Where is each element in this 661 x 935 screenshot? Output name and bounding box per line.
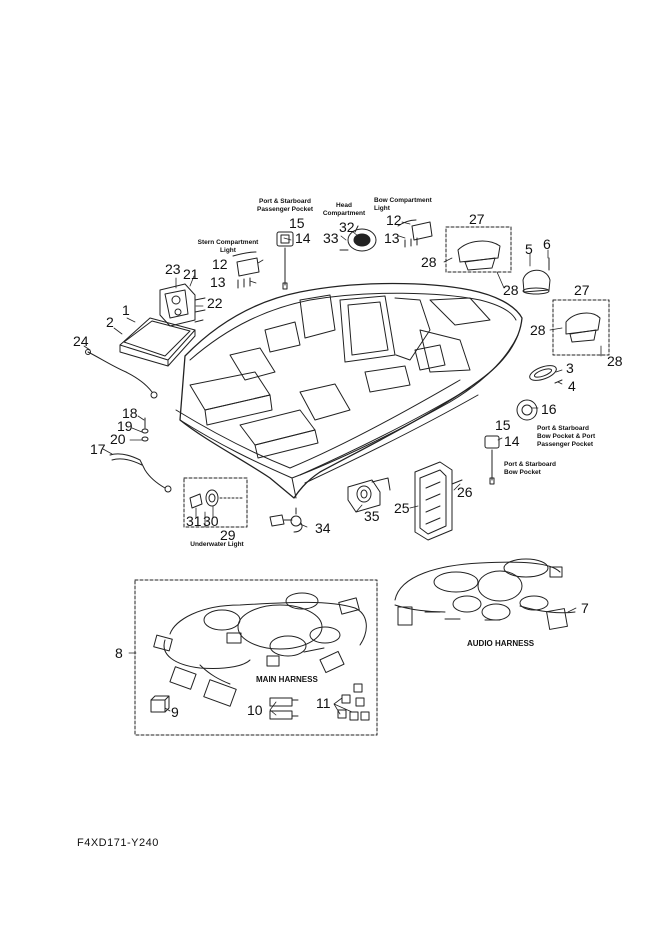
callout-30: 30 [203, 513, 219, 529]
callout-31: 31 [186, 513, 202, 529]
callout-22: 22 [207, 295, 223, 311]
part-14-pocket-light-right [484, 435, 500, 485]
callout-21: 21 [183, 266, 199, 282]
caption-head-compartment: Head Compartment [322, 202, 366, 217]
callout-2: 2 [106, 314, 114, 330]
callout-4: 4 [568, 378, 576, 394]
part-34-sensor [269, 507, 303, 533]
callout-25: 25 [394, 500, 410, 516]
main-harness-box [134, 579, 378, 736]
callout-15-bow: 15 [495, 417, 511, 433]
callout-15-passenger: 15 [289, 215, 305, 231]
callout-32: 32 [339, 219, 355, 235]
callout-14-passenger: 14 [295, 230, 311, 246]
callout-28-lower-left: 28 [530, 322, 546, 338]
callout-28-lower-right: 28 [607, 353, 623, 369]
callout-8: 8 [115, 645, 123, 661]
callout-27-upper: 27 [469, 211, 485, 227]
caption-bow-pocket-port-passenger: Port & Starboard Bow Pocket & Port Passe… [537, 425, 596, 448]
callout-14-bow: 14 [504, 433, 520, 449]
callout-3: 3 [566, 360, 574, 376]
callout-11: 11 [316, 695, 331, 711]
callout-12-stern: 12 [212, 256, 228, 272]
part-10-clips [269, 697, 299, 720]
label-main-harness: MAIN HARNESS [256, 675, 318, 684]
callout-19: 19 [117, 418, 133, 434]
callout-23: 23 [165, 261, 181, 277]
callout-33: 33 [323, 230, 339, 246]
callout-12-bow: 12 [386, 212, 402, 228]
callout-18: 18 [122, 405, 138, 421]
part-21-23-switch-panel [159, 283, 206, 327]
part-1-tray [119, 317, 196, 367]
callout-13-bow: 13 [384, 230, 400, 246]
callout-29: 29 [220, 527, 236, 543]
part-12-stern-light [232, 251, 260, 289]
part-35-connector [347, 477, 391, 513]
callout-13-stern: 13 [210, 274, 226, 290]
part-25-26-module [414, 461, 463, 541]
audio-harness-illustration [394, 558, 576, 630]
caption-underwater-light: Underwater Light [190, 541, 244, 548]
main-harness-illustration [153, 592, 367, 707]
part-3-4-oval-light [529, 365, 563, 384]
callout-10: 10 [247, 702, 263, 718]
callout-7: 7 [581, 600, 589, 616]
part-9-relay [150, 695, 170, 713]
part-11-fuses [337, 683, 370, 721]
caption-stern-compartment: Stern Compartment Light [197, 239, 259, 254]
boat-hull-illustration [175, 282, 523, 499]
callout-9: 9 [171, 704, 179, 720]
part-29-31-underwater-light [183, 477, 248, 528]
caption-bow-compartment: Bow Compartment Light [374, 197, 432, 212]
callout-34: 34 [315, 520, 331, 536]
label-audio-harness: AUDIO HARNESS [467, 639, 535, 648]
part-27-lower-light [552, 299, 610, 356]
callout-6: 6 [543, 236, 551, 252]
part-16-round-light [516, 399, 538, 421]
part-5-6-dome [522, 257, 551, 295]
part-27-upper-light [445, 226, 512, 273]
callout-1: 1 [122, 302, 130, 318]
part-32-33-head-light [339, 225, 377, 252]
callout-28-upper-left: 28 [421, 254, 437, 270]
callout-17: 17 [90, 441, 106, 457]
part-14-pocket-light [276, 231, 294, 290]
callout-26: 26 [457, 484, 473, 500]
callout-28-upper-right: 28 [503, 282, 519, 298]
caption-passenger-pocket: Port & Starboard Passenger Pocket [256, 198, 313, 213]
part-12-bow-light [397, 219, 433, 248]
part-17-20-bracket [109, 417, 172, 493]
part-24-cable [85, 349, 158, 399]
callout-16: 16 [541, 401, 557, 417]
callout-20: 20 [110, 431, 126, 447]
callout-27-lower: 27 [574, 282, 590, 298]
diagram-code: F4XD171-Y240 [77, 837, 159, 849]
callout-24: 24 [73, 333, 89, 349]
caption-bow-pocket: Port & Starboard Bow Pocket [504, 461, 557, 476]
callout-35: 35 [364, 508, 380, 524]
callout-5: 5 [525, 241, 533, 257]
leader-lines [83, 221, 602, 716]
